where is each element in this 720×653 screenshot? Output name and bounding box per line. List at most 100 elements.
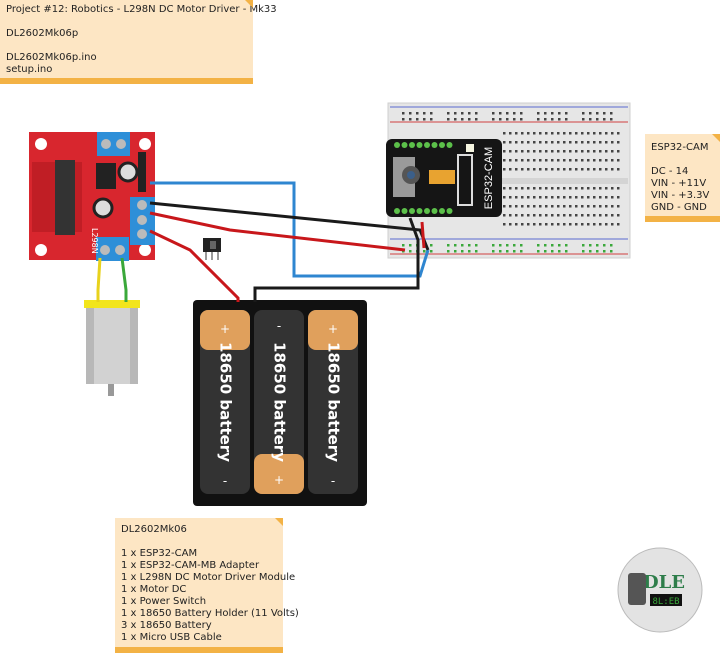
breadboard-hole [503, 205, 506, 208]
breadboard-hole [409, 244, 412, 247]
breadboard-hole [557, 214, 560, 217]
breadboard-hole [563, 205, 566, 208]
breadboard-hole [513, 118, 516, 121]
esp32-pin [394, 208, 400, 214]
wire-yellow [96, 257, 102, 302]
breadboard-hole [527, 196, 530, 199]
breadboard-hole [575, 132, 578, 135]
breadboard-hole [610, 118, 613, 121]
file-ino: DL2602Mk06p.ino [6, 52, 97, 63]
breadboard-hole [539, 214, 542, 217]
breadboard-hole [593, 205, 596, 208]
esp32-pin [409, 208, 415, 214]
breadboard-hole [521, 205, 524, 208]
breadboard-hole [447, 118, 450, 121]
breadboard-hole [475, 118, 478, 121]
breadboard-hole [557, 187, 560, 190]
sketch-name: DL2602Mk06p [6, 28, 79, 39]
breadboard-hole [503, 214, 506, 217]
battery-18650: -+18650 battery [254, 310, 304, 494]
breadboard-hole [557, 168, 560, 171]
battery-18650: +-18650 battery [200, 310, 250, 494]
breadboard-hole [513, 244, 516, 247]
breadboard-hole [582, 118, 585, 121]
breadboard-hole [533, 187, 536, 190]
breadboard-hole [416, 112, 419, 115]
breadboard-hole [575, 196, 578, 199]
breadboard-hole [423, 112, 426, 115]
esp32-pins [394, 142, 453, 214]
power-switch[interactable] [203, 238, 221, 260]
breadboard-hole [515, 132, 518, 135]
esp32-pin [431, 208, 438, 214]
battery-18650: +-18650 battery [308, 310, 358, 494]
breadboard-hole [537, 118, 540, 121]
parts-item: 1 x ESP32-CAM-MB Adapter [121, 560, 260, 571]
breadboard-hole [605, 132, 608, 135]
breadboard-hole [589, 244, 592, 247]
breadboard-hole [545, 159, 548, 162]
breadboard-hole [503, 132, 506, 135]
breadboard-hole [599, 132, 602, 135]
breadboard-hole [503, 196, 506, 199]
breadboard-hole [599, 196, 602, 199]
breadboard-hole [475, 244, 478, 247]
breadboard-hole [503, 187, 506, 190]
breadboard-hole [563, 187, 566, 190]
breadboard-hole [611, 141, 614, 144]
esp32-cam-board: ESP32-CAM [386, 139, 502, 217]
esp32-pin [416, 208, 423, 214]
breadboard-hole [430, 244, 433, 247]
breadboard-hole [581, 168, 584, 171]
breadboard-hole [575, 150, 578, 153]
esp32-pin [446, 142, 453, 148]
breadboard-hole [521, 168, 524, 171]
batteries: +-18650 battery-+18650 battery+-18650 ba… [200, 310, 358, 494]
breadboard-hole [603, 244, 606, 247]
breadboard-hole [563, 223, 566, 226]
breadboard-hole [611, 168, 614, 171]
breadboard-hole [569, 187, 572, 190]
breadboard-hole [593, 214, 596, 217]
breadboard-hole [533, 168, 536, 171]
battery-label: 18650 battery [271, 342, 289, 462]
breadboard-hole [461, 250, 464, 253]
breadboard-hole [537, 112, 540, 115]
breadboard-hole [605, 141, 608, 144]
breadboard-hole [447, 244, 450, 247]
breadboard-hole [565, 112, 568, 115]
esp32-pin [401, 208, 408, 214]
breadboard-hole [423, 118, 426, 121]
pin-note-title: ESP32-CAM [651, 142, 709, 153]
breadboard-hole [506, 112, 509, 115]
breadboard-hole [558, 244, 561, 247]
breadboard-hole [605, 150, 608, 153]
breadboard-hole [611, 159, 614, 162]
breadboard-hole [506, 244, 509, 247]
breadboard-hole [563, 150, 566, 153]
breadboard-hole [617, 205, 620, 208]
breadboard-hole [551, 223, 554, 226]
breadboard-hole [521, 214, 524, 217]
breadboard-hole [533, 223, 536, 226]
breadboard-hole [611, 196, 614, 199]
breadboard-hole [563, 214, 566, 217]
breadboard-hole [589, 250, 592, 253]
breadboard-hole [409, 250, 412, 253]
breadboard-hole [558, 112, 561, 115]
breadboard-hole [515, 150, 518, 153]
breadboard-hole [521, 150, 524, 153]
breadboard-hole [605, 214, 608, 217]
breadboard-hole [605, 205, 608, 208]
breadboard-hole [569, 159, 572, 162]
dle-logo: DLE 8L:EB [617, 547, 703, 633]
breadboard-hole [520, 118, 523, 121]
breadboard-hole [533, 196, 536, 199]
breadboard-hole [509, 168, 512, 171]
breadboard-hole [545, 187, 548, 190]
breadboard-hole [520, 250, 523, 253]
breadboard-hole [593, 196, 596, 199]
breadboard-hole [539, 141, 542, 144]
breadboard-hole [557, 205, 560, 208]
breadboard-hole [402, 112, 405, 115]
